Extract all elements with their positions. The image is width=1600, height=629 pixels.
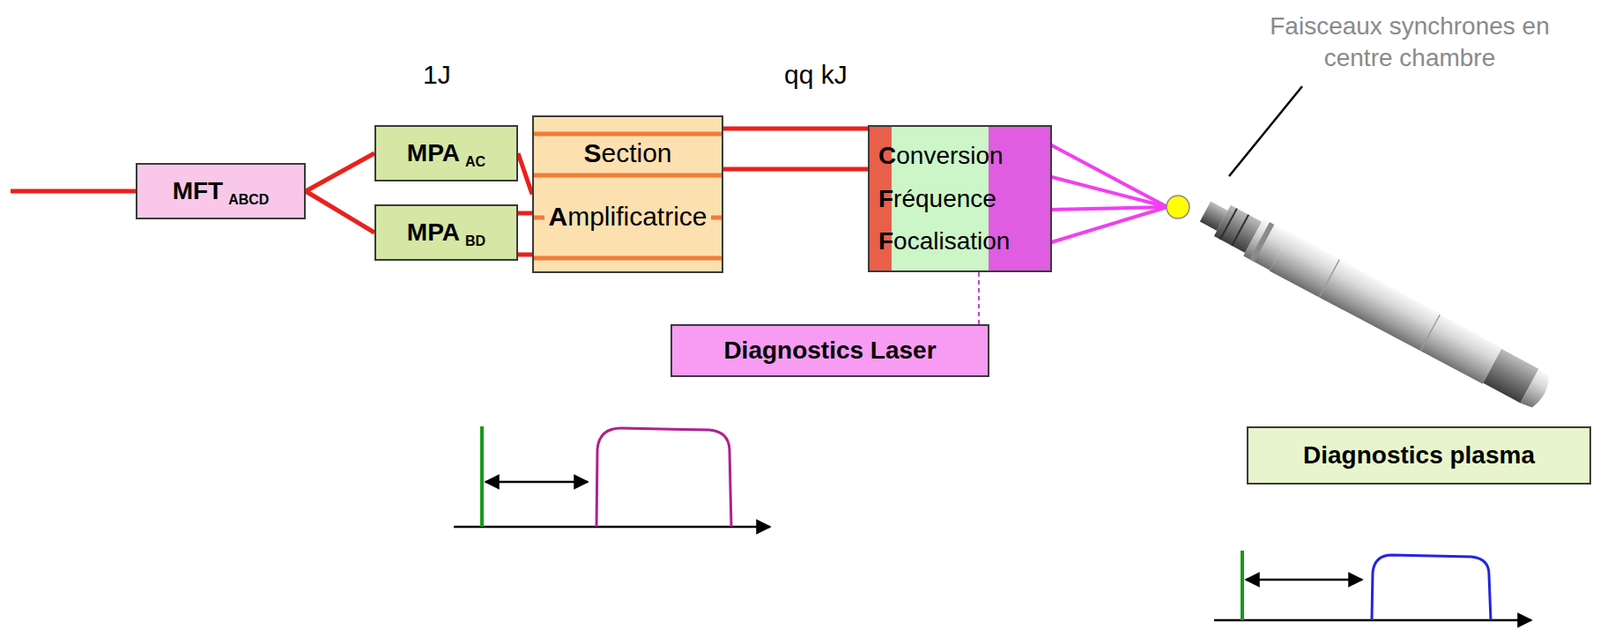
beam-connector: [305, 191, 375, 233]
focused-beams: [1048, 143, 1168, 244]
diagnostics-box: Diagnostics plasma: [1246, 426, 1592, 485]
node-text: Amplificatrice: [544, 201, 711, 232]
node-text: AC: [465, 153, 486, 171]
node-text: BD: [465, 232, 486, 251]
timing-chart-laser: [453, 426, 771, 527]
plasma-diagnostic-instrument: [1194, 192, 1555, 414]
beam-connector: [305, 153, 375, 192]
timing-chart-plasma: [1214, 550, 1532, 621]
beam-connector: [518, 153, 533, 195]
callout-note: Faisceaux synchrones en centre chambre: [1268, 10, 1551, 75]
amplifier-section: SectionAmplificatrice: [532, 115, 724, 274]
node-text: Section: [579, 138, 675, 169]
diagnostics-box: Diagnostics Laser: [670, 324, 990, 378]
beam-connector: [723, 128, 868, 170]
node-text: Diagnostics plasma: [1303, 441, 1535, 470]
amplifier-box: MPA AC: [374, 125, 519, 182]
beam-connector: [518, 213, 533, 255]
node-text: MPA: [407, 218, 460, 247]
node-text: MPA: [407, 139, 460, 168]
node-text: Conversion: [878, 141, 1042, 171]
leader-line: [1229, 86, 1303, 177]
energy-label: qq kJ: [784, 58, 848, 92]
input-beam: [10, 189, 136, 194]
conversion-box: ConversionFréquenceFocalisation: [867, 125, 1052, 273]
process-box: MFTABCD: [135, 162, 306, 220]
node-text: MFT: [172, 177, 224, 206]
amplifier-box: MPA BD: [374, 204, 519, 261]
node-text: ABCD: [228, 191, 269, 209]
node-text: Focalisation: [878, 227, 1042, 256]
energy-label: 1J: [422, 58, 452, 92]
target-point: [1166, 195, 1190, 219]
node-text: Fréquence: [878, 185, 1042, 214]
node-text: Diagnostics Laser: [723, 336, 936, 365]
beam-connector: [977, 272, 980, 325]
